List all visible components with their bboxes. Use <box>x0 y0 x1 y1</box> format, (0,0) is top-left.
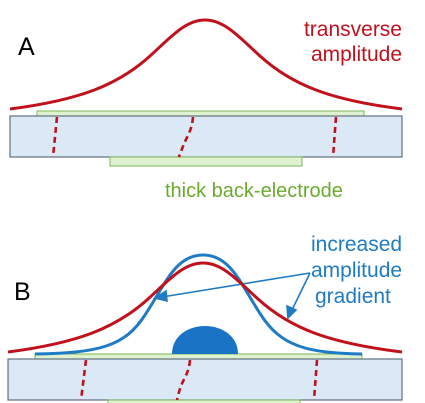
back-electrode-a <box>109 156 303 167</box>
displacement-line-right-a <box>331 116 338 158</box>
panel-a: A transverse amplitude thick back-electr… <box>9 18 403 202</box>
arrow-head-right-icon <box>286 304 298 320</box>
amplitude-curve-red-b <box>7 261 403 354</box>
displacement-line-left-a <box>51 116 59 158</box>
back-electrode-b <box>107 399 301 403</box>
transverse-amplitude-label-line2: amplitude <box>311 43 402 66</box>
amplitude-curve-a <box>9 18 403 111</box>
panel-b-label: B <box>14 278 31 306</box>
increased-amplitude-gradient-line2: amplitude <box>311 259 402 282</box>
increased-amplitude-gradient-line1: increased <box>311 233 402 256</box>
amplitude-curve-blue-b <box>34 253 363 356</box>
crystal-plate-a <box>9 115 403 158</box>
back-electrode-label: thick back-electrode <box>165 180 343 202</box>
gradient-arrows <box>152 272 311 320</box>
arrow-shaft-left <box>161 272 311 298</box>
arrow-shaft-right <box>290 272 311 313</box>
panel-a-label: A <box>18 33 35 61</box>
crystal-plate-b <box>7 358 403 401</box>
droplet-icon <box>172 326 238 354</box>
displacement-line-center-a <box>177 116 195 158</box>
displacement-line-center-b <box>175 359 192 401</box>
arrow-head-left-icon <box>152 289 168 303</box>
displacement-line-right-b <box>312 359 319 401</box>
panel-b: B increased amplitude gradient <box>7 233 403 403</box>
transverse-amplitude-label-line1: transverse <box>304 18 402 41</box>
top-electrode-a <box>36 110 365 117</box>
displacement-line-left-b <box>79 359 88 401</box>
increased-amplitude-gradient-line3: gradient <box>315 285 391 308</box>
top-electrode-b <box>34 353 363 360</box>
